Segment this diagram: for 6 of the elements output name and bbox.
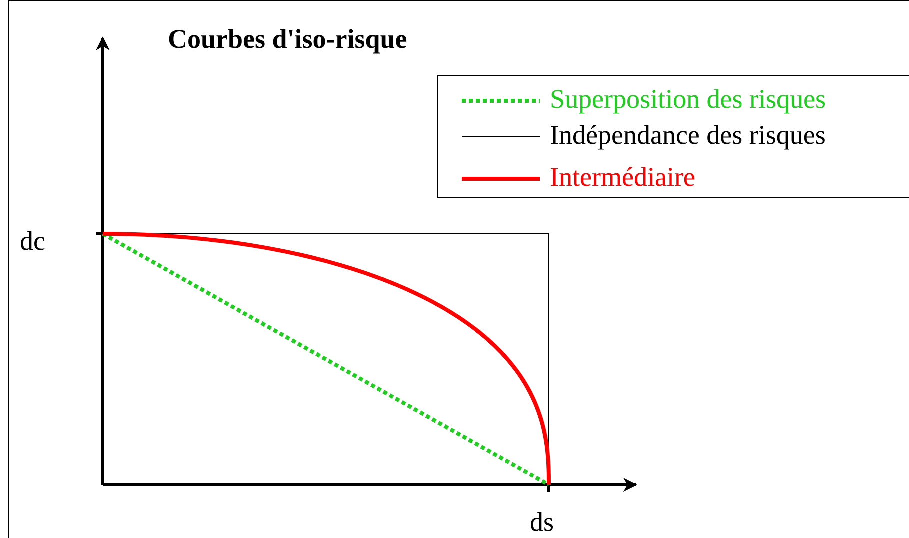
legend-text: Superposition des risques (550, 86, 826, 113)
chart-title: Courbes d'iso-risque (168, 26, 408, 53)
legend-text: Intermédiaire (550, 164, 696, 191)
legend-text: Indépendance des risques (550, 122, 826, 149)
axis-label: ds (530, 509, 554, 536)
axis-label: dc (20, 228, 46, 255)
